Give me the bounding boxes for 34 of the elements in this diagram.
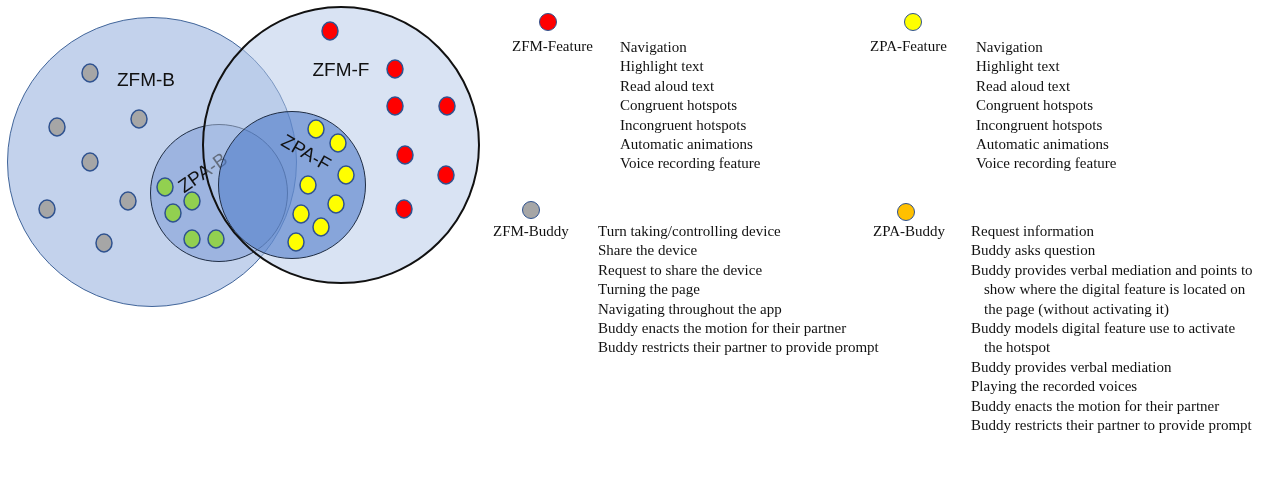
list-item: Navigation	[976, 38, 1044, 57]
list-item: Buddy restricts their partner to provide prompt	[598, 338, 880, 358]
list-item: Voice recording feature	[620, 154, 762, 174]
list-item: Request information	[971, 222, 1095, 241]
list-item: Incongruent hotspots	[620, 115, 748, 135]
list-item: Playing the recorded voices	[971, 377, 1139, 397]
list-item: Turning the page	[598, 280, 701, 300]
circle-label: ZFM-B	[117, 69, 175, 91]
list-item: Congruent hotspots	[620, 96, 739, 116]
list-item: Navigating throughout the app	[598, 299, 783, 319]
list-item: Voice recording feature	[976, 154, 1118, 174]
list-item: Automatic animations	[620, 135, 754, 155]
circle-label: ZFM-F	[312, 59, 370, 81]
legend-label: ZFM-Buddy	[493, 223, 569, 240]
list-item: Read aloud text	[976, 76, 1072, 96]
list-item: Automatic animations	[976, 135, 1110, 155]
list-item: Buddy enacts the motion for their partner	[598, 319, 848, 339]
legend-label: ZPA-Feature	[870, 38, 947, 55]
list-item: Congruent hotspots	[976, 96, 1095, 116]
list-item: Highlight text	[620, 57, 705, 77]
list-item: Buddy provides verbal mediation	[971, 357, 1173, 377]
list-item: Buddy restricts their partner to provide prompt	[971, 416, 1253, 436]
list-item: Highlight text	[976, 57, 1061, 77]
list-item: Buddy asks question	[971, 241, 1097, 261]
list-item: Share the device	[598, 241, 699, 261]
list-item: Navigation	[620, 38, 688, 57]
list-item: Buddy enacts the motion for their partner	[971, 396, 1221, 416]
list-item: Buddy models digital feature use to activate the hotspot	[971, 319, 1237, 358]
legend-label: ZPA-Buddy	[873, 223, 945, 240]
legend-label: ZFM-Feature	[512, 38, 593, 55]
list-item: Buddy provides verbal mediation and points to show where the digital feature is located on the page (without activating it)	[971, 260, 1254, 319]
list-item: Read aloud text	[620, 76, 716, 96]
list-item: Request to share the device	[598, 260, 764, 280]
list-item: Incongruent hotspots	[976, 115, 1104, 135]
